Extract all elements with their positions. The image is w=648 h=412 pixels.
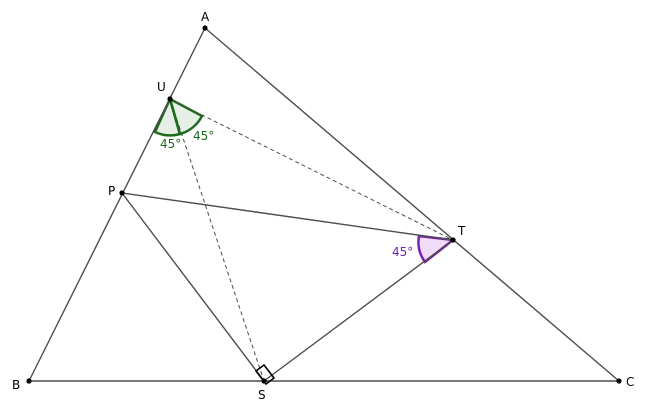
point-s[interactable] [261,378,267,384]
label-c: C [626,375,634,389]
angle-label-u-right: 45° [193,129,214,143]
point-b[interactable] [26,378,32,384]
point-p[interactable] [119,190,125,196]
point-t[interactable] [450,237,456,243]
angle-label-u-left: 45° [160,137,181,151]
angle-bisector-u [168,98,182,135]
segment-st [263,239,454,382]
label-u: U [157,80,166,94]
label-p: P [108,184,115,198]
point-u[interactable] [167,96,173,102]
segment-ps [121,192,265,382]
dashed-segment-ut [169,98,454,241]
angle-label-t: 45° [392,245,413,259]
segment-ab [28,27,206,382]
segment-ac [204,27,620,382]
label-a: A [201,10,210,24]
label-t: T [457,224,466,238]
segment-pt [121,192,454,241]
dashed-segment-us [169,98,265,382]
label-s: S [258,388,266,402]
label-b: B [12,378,20,392]
point-a[interactable] [202,25,208,31]
point-c[interactable] [616,378,622,384]
angle-arc-t [417,234,457,264]
